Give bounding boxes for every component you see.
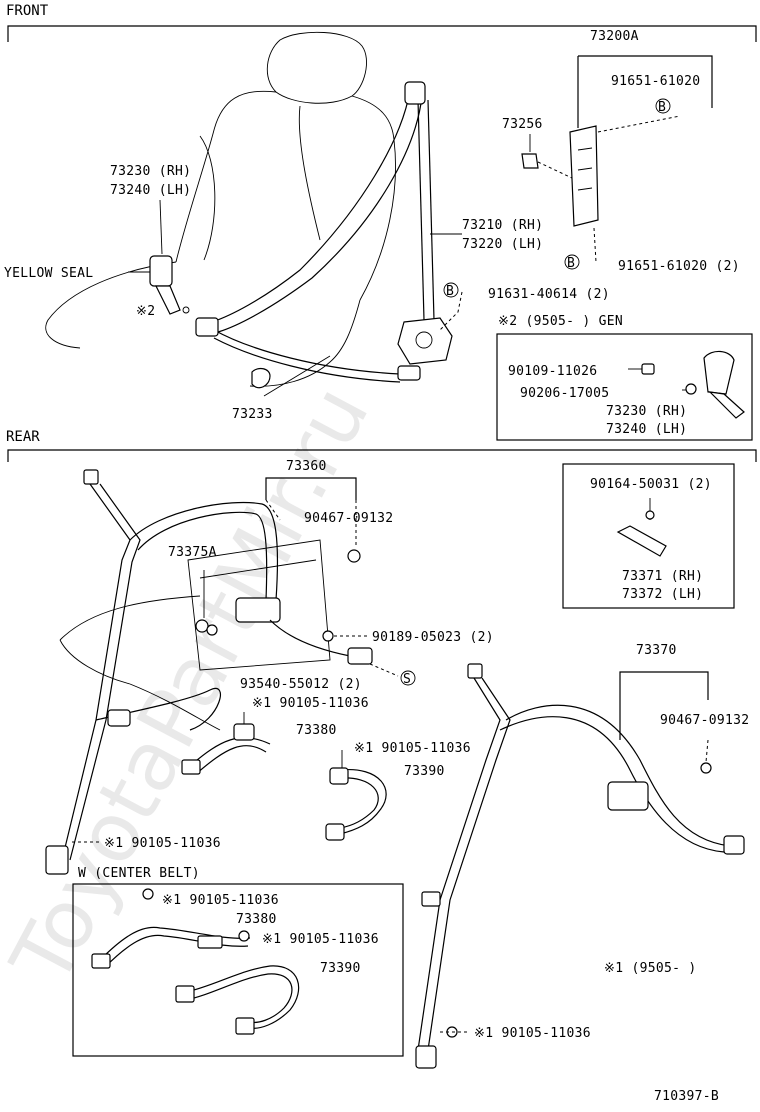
label-90105-b: ※1 90105-11036: [354, 741, 471, 756]
label-73390: 73390: [404, 764, 445, 779]
leader-73360: [265, 499, 357, 548]
leader-91631: [439, 291, 463, 331]
marker-b-1: B: [655, 98, 671, 115]
gen-box: ※2 (9505- ) GEN 90109-11026 90206-17005 …: [496, 314, 753, 441]
label-73210-rh: 73210 (RH): [462, 218, 543, 233]
marker-b-3: B: [443, 282, 459, 299]
center-label-90105-top: ※1 90105-11036: [162, 893, 279, 908]
marker-b-2: B: [564, 254, 580, 271]
rear-right-belt-73370: [415, 663, 745, 1069]
label-90105-c: ※1 90105-11036: [104, 836, 221, 851]
front-section-bracket: [7, 25, 757, 42]
rear-part-73380: [181, 712, 271, 775]
label-90467-left: 90467-09132: [304, 511, 393, 526]
front-part-73233: [251, 355, 331, 397]
center-label-73390: 73390: [320, 961, 361, 976]
label-73220-lh: 73220 (LH): [462, 237, 543, 252]
front-section-title: FRONT: [6, 3, 49, 19]
center-box-title: W (CENTER BELT): [78, 866, 200, 881]
gen-label-73240: 73240 (LH): [606, 422, 687, 437]
label-73230-rh: 73230 (RH): [110, 164, 191, 179]
rear-seat-drawing: [59, 539, 331, 731]
label-91651-bottom: 91651-61020 (2): [618, 259, 740, 274]
label-73371: 73371 (RH): [622, 569, 703, 584]
rear-part-73390: [325, 750, 387, 841]
rear-part-73375a: [195, 570, 218, 636]
marker-s: S: [400, 670, 416, 687]
label-93540: 93540-55012 (2): [240, 677, 362, 692]
label-73375a: 73375A: [168, 545, 217, 560]
figure-code: 710397-B: [654, 1089, 719, 1104]
label-73370: 73370: [636, 643, 677, 658]
label-90467-right: 90467-09132: [660, 713, 749, 728]
svg-text:B: B: [567, 256, 575, 271]
front-part-73200a: [521, 55, 713, 263]
label-90105-d: ※1 90105-11036: [474, 1026, 591, 1041]
leader-93540: [369, 663, 399, 677]
label-73360: 73360: [286, 459, 327, 474]
part-90467-left: [347, 549, 361, 563]
label-90164: 90164-50031 (2): [590, 477, 712, 492]
bracket-73370: [619, 671, 709, 740]
label-91651-top: 91651-61020: [611, 74, 700, 89]
rear-section-title: REAR: [6, 429, 40, 445]
svg-text:S: S: [403, 672, 411, 687]
box-73371: 90164-50031 (2) 73371 (RH) 73372 (LH): [562, 463, 735, 609]
label-90189: 90189-05023 (2): [372, 630, 494, 645]
label-yellow-seal: YELLOW SEAL: [4, 266, 93, 281]
label-90105-a: ※1 90105-11036: [252, 696, 369, 711]
label-91631: 91631-40614 (2): [488, 287, 610, 302]
gen-label-73230: 73230 (RH): [606, 404, 687, 419]
gen-label-90206: 90206-17005: [520, 386, 609, 401]
center-label-73380: 73380: [236, 912, 277, 927]
svg-text:B: B: [446, 284, 454, 299]
label-note-1: ※1 (9505- ): [604, 961, 696, 976]
front-belt-assembly: [195, 81, 453, 383]
center-belt-box: W (CENTER BELT) ※1 90105-11036 73380 ※1 …: [72, 866, 404, 1057]
label-73372: 73372 (LH): [622, 587, 703, 602]
label-73380: 73380: [296, 723, 337, 738]
gen-label-90109: 90109-11026: [508, 364, 597, 379]
leader-73230: [159, 199, 163, 255]
part-90189: [322, 630, 334, 642]
label-73256: 73256: [502, 117, 543, 132]
front-seat-drawing: [45, 31, 396, 387]
label-73200a: 73200A: [590, 29, 639, 44]
label-73233: 73233: [232, 407, 273, 422]
label-note-2: ※2: [136, 304, 155, 319]
front-buckle-73230: [149, 255, 190, 315]
bracket-73360: [265, 477, 357, 500]
svg-text:B: B: [658, 100, 666, 115]
gen-box-title: ※2 (9505- ) GEN: [498, 314, 623, 329]
rear-section-bracket: [7, 449, 757, 462]
leader-90467-right: [705, 739, 709, 763]
label-73240-lh: 73240 (LH): [110, 183, 191, 198]
center-label-90105-mid: ※1 90105-11036: [262, 932, 379, 947]
rear-left-belt-73360: [45, 469, 373, 875]
